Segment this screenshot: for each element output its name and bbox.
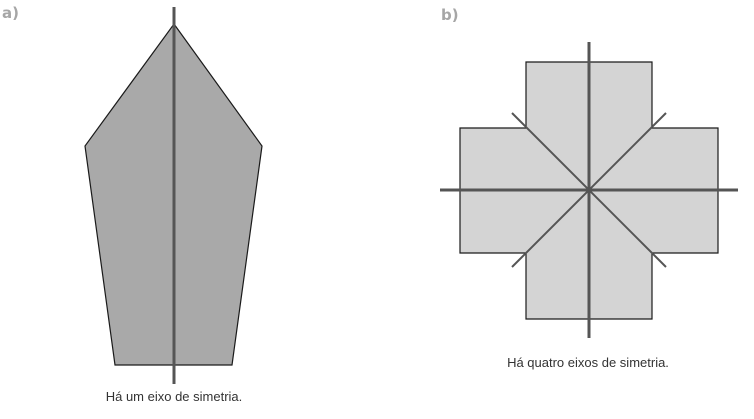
symmetry-axis-diagonal-2-b (511, 112, 667, 268)
figure-b (440, 42, 738, 338)
caption-a: Há um eixo de simetria. (105, 389, 243, 404)
panel-label-a: a) (2, 4, 19, 22)
panel-label-b: b) (441, 6, 459, 24)
caption-b: Há quatro eixos de simetria. (507, 355, 669, 370)
figure-a (84, 7, 263, 384)
